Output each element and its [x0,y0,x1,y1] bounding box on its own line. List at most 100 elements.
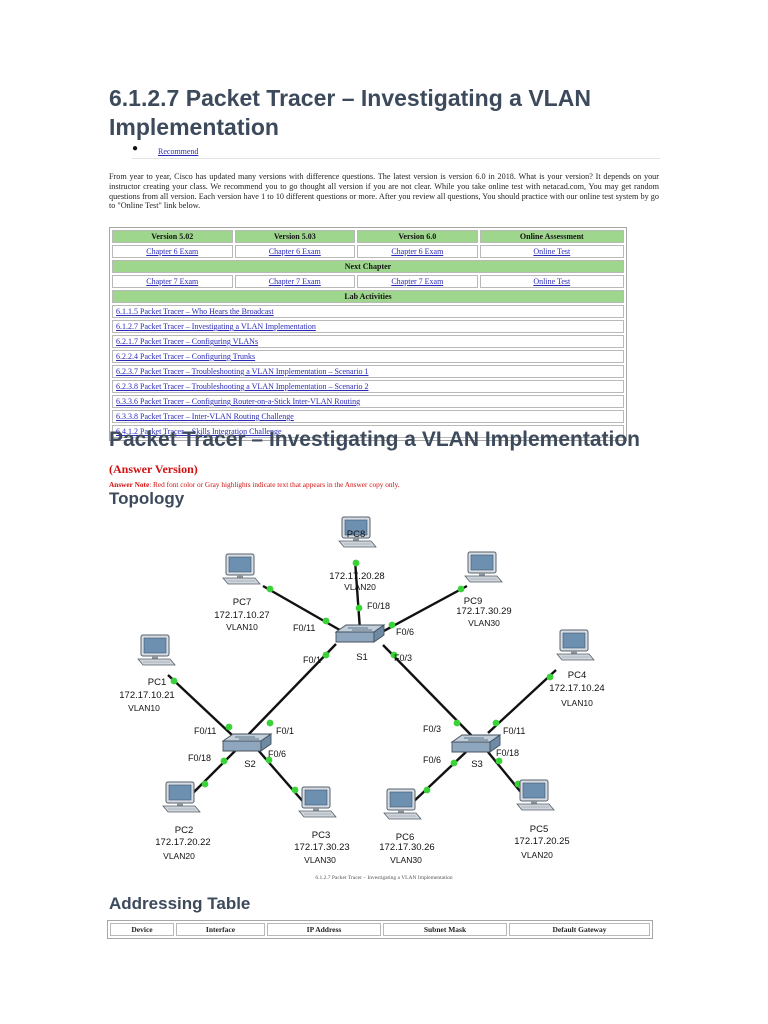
pc4-ip: 172.17.10.24 [549,683,604,694]
lab-link[interactable]: 6.3.3.6 Packet Tracer – Configuring Rout… [112,395,624,408]
pc7-icon [222,553,261,585]
pc5-ip: 172.17.20.25 [514,836,569,847]
lab-link[interactable]: 6.2.3.8 Packet Tracer – Troubleshooting … [112,380,624,393]
port-label: F0/11 [293,623,315,633]
port-label: F0/11 [503,726,525,736]
lab-activities-header: Lab Activities [112,290,624,303]
port-label: F0/18 [367,601,390,611]
pc9-vlan: VLAN30 [468,618,500,628]
pc4-vlan: VLAN10 [561,698,593,708]
pc6-icon [383,788,422,820]
pc6-ip: 172.17.30.26 [379,842,434,853]
chapter-6-exam-link[interactable]: Chapter 6 Exam [234,245,356,258]
switch-s1-name: S1 [356,652,368,663]
pc8-name: PC8 [347,529,365,540]
pc5-vlan: VLAN20 [521,850,553,860]
pc1-icon [137,634,176,666]
pc4-icon [556,629,595,661]
addressing-header: Interface [176,923,265,936]
port-label: F0/6 [423,755,441,765]
addressing-table: Device Interface IP Address Subnet Mask … [107,920,653,939]
section-title: Packet Tracer – Investigating a VLAN Imp… [109,426,669,483]
section-title-text: Packet Tracer – Investigating a VLAN Imp… [109,428,640,451]
pc8-ip: 172.17.20.28 [329,571,384,582]
pc3-icon [298,786,337,818]
port-label: F0/11 [194,726,216,736]
pc4-name: PC4 [568,670,586,681]
lab-link[interactable]: 6.2.2.4 Packet Tracer – Configuring Trun… [112,350,624,363]
topology-diagram: PC8 172.17.20.28 VLAN20 PC7 172.17.10.27… [119,516,605,865]
answer-note-label: Answer Note [109,480,150,489]
port-label: F0/6 [396,627,414,637]
link-lights [170,559,554,794]
lab-link[interactable]: 6.1.1.5 Packet Tracer – Who Hears the Br… [112,305,624,318]
recommend-row: ● Recommend [132,144,660,159]
pc2-icon [162,781,201,813]
version-header: Version 5.03 [234,230,356,243]
lab-link[interactable]: 6.2.3.7 Packet Tracer – Troubleshooting … [112,365,624,378]
pc3-vlan: VLAN30 [304,855,336,865]
answer-version-label: (Answer Version) [109,462,198,476]
pc6-name: PC6 [396,832,414,843]
chapter-7-exam-link[interactable]: Chapter 7 Exam [357,275,478,288]
pc5-icon [516,779,555,811]
links [167,559,557,806]
next-chapter-header: Next Chapter [112,260,624,273]
switch-s2 [222,733,272,752]
figure-caption: 6.1.2.7 Packet Tracer – Investigating a … [315,875,453,881]
version-header: Online Assessment [479,230,624,243]
version-header: Version 6.0 [357,230,478,243]
pc1-ip: 172.17.10.21 [119,690,174,701]
pc3-name: PC3 [312,830,330,841]
online-test-link[interactable]: Online Test [479,275,624,288]
switch-s1 [335,624,385,643]
pc8-vlan: VLAN20 [344,582,376,592]
chapter-7-exam-link[interactable]: Chapter 7 Exam [112,275,233,288]
port-label: F0/1 [276,726,294,736]
pc7-vlan: VLAN10 [226,622,258,632]
switch-s2-name: S2 [244,759,256,770]
pc9-icon [464,551,503,583]
lab-link[interactable]: 6.2.1.7 Packet Tracer – Configuring VLAN… [112,335,624,348]
port-label: F0/6 [268,749,286,759]
addressing-header: Subnet Mask [383,923,507,936]
lab-link[interactable]: 6.3.3.8 Packet Tracer – Inter-VLAN Routi… [112,410,624,423]
answer-note-text: : Red font color or Gray highlights indi… [149,480,400,489]
pc5-name: PC5 [530,824,548,835]
lab-link[interactable]: 6.4.1.2 Packet Tracer – Skills Integrati… [112,425,624,438]
addressing-heading: Addressing Table [109,894,251,913]
port-label: F0/1 [303,655,321,665]
topology-heading: Topology [109,489,185,508]
switch-s3 [451,734,501,753]
recommend-link[interactable]: Recommend [158,147,199,156]
chapter-6-exam-link[interactable]: Chapter 6 Exam [357,245,478,258]
online-test-link[interactable]: Online Test [479,245,624,258]
addressing-header: Default Gateway [509,923,650,936]
chapter-6-exam-link[interactable]: Chapter 6 Exam [112,245,233,258]
pc3-ip: 172.17.30.23 [294,842,349,853]
pc1-vlan: VLAN10 [128,703,160,713]
pc1-name: PC1 [148,677,166,688]
pc9-ip: 172.17.30.29 [456,606,511,617]
pc2-vlan: VLAN20 [163,851,195,861]
page-title: 6.1.2.7 Packet Tracer – Investigating a … [109,85,591,140]
chapter-7-exam-link[interactable]: Chapter 7 Exam [234,275,356,288]
addressing-header: IP Address [267,923,381,936]
pc6-vlan: VLAN30 [390,855,422,865]
pc7-name: PC7 [233,597,251,608]
bullet-icon: ● [132,143,139,154]
version-header: Version 5.02 [112,230,233,243]
port-label: F0/18 [188,753,211,763]
addressing-header: Device [110,923,174,936]
version-table: Version 5.02 Version 5.03 Version 6.0 On… [109,227,627,441]
pc7-ip: 172.17.10.27 [214,610,269,621]
pc2-ip: 172.17.20.22 [155,837,210,848]
switch-s3-name: S3 [471,759,483,770]
answer-note: Answer Note: Red font color or Gray high… [109,480,400,489]
device-labels: PC8 172.17.20.28 VLAN20 PC7 172.17.10.27… [119,529,604,865]
pc2-name: PC2 [175,825,193,836]
lab-link[interactable]: 6.1.2.7 Packet Tracer – Investigating a … [112,320,624,333]
port-label: F0/3 [423,724,441,734]
pc9-name: PC9 [464,596,482,607]
